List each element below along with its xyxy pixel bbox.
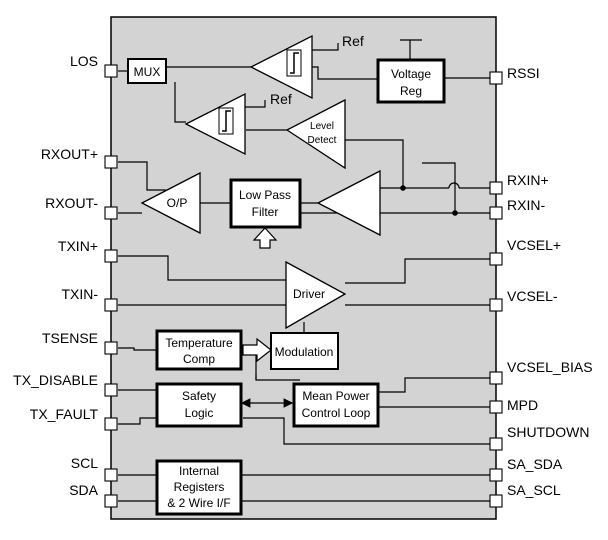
pin-rxout-p [104,155,118,169]
label-sa-sda: SA_SDA [507,456,563,472]
modulation-label: Modulation [275,345,334,359]
label-mpd: MPD [507,397,538,413]
temp-to-modulation-arrow [242,337,272,363]
pin-rssi [489,71,503,85]
mean-power-line1: Mean Power [302,389,369,403]
op-block: O/P [140,171,201,235]
label-vcsel-n: VCSEL- [507,288,558,304]
low-pass-line1: Low Pass [239,188,291,202]
pin-rxout-n [104,206,118,220]
level-detect-line1: Level [310,121,334,132]
label-tsense: TSENSE [42,330,98,346]
pin-rxin-p [489,181,503,195]
internal-registers-block: Internal Registers & 2 Wire I/F [155,459,243,516]
pin-shutdown [489,437,503,451]
label-sa-scl: SA_SCL [507,482,561,498]
pin-tsense [104,341,118,355]
level-detect-line2: Detect [308,135,337,146]
label-vcsel-bias: VCSEL_BIAS [507,359,593,375]
los-comparator-top: Ref [249,33,364,100]
safety-logic-line2: Logic [185,406,214,420]
pin-sda [104,494,118,508]
label-txin-p: TXIN+ [58,238,98,254]
temperature-comp-block: Temperature Comp [155,329,243,371]
label-tx-disable: TX_DISABLE [13,372,98,388]
mux-label: MUX [134,65,161,79]
pin-scl [104,468,118,482]
temp-comp-line2: Comp [183,352,215,366]
label-rxin-p: RXIN+ [507,172,549,188]
filter-up-arrow [252,227,278,249]
low-pass-filter-block: Low Pass Filter [229,178,302,229]
registers-line2: Registers [174,480,225,494]
ref-top-label: Ref [342,33,364,49]
pin-txin-n [104,298,118,312]
voltage-reg-line2: Reg [400,84,422,98]
pin-mpd [489,400,503,414]
ref-mid-label: Ref [270,91,292,107]
label-tx-fault: TX_FAULT [30,406,99,422]
mean-power-line2: Control Loop [302,406,371,420]
pin-vcsel-bias [489,371,503,385]
pin-sa-sda [489,468,503,482]
label-vcsel-p: VCSEL+ [507,237,561,253]
mean-power-control-loop-block: Mean Power Control Loop [292,382,380,428]
temp-comp-line1: Temperature [165,336,233,350]
pin-txin-p [104,249,118,263]
left-pin-labels: LOS RXOUT+ RXOUT- TXIN+ TXIN- TSENSE TX_… [13,53,98,498]
pin-rxin-n [489,206,503,220]
pin-vcsel-p [489,252,503,266]
label-rxin-n: RXIN- [507,197,545,213]
pin-vcsel-n [489,298,503,312]
low-pass-line2: Filter [252,205,279,219]
registers-line1: Internal [179,464,219,478]
rx-input-amplifier [316,169,381,237]
mux-block: MUX [127,58,167,84]
left-pins [104,64,118,508]
modulation-block: Modulation [270,332,339,370]
voltage-reg-line1: Voltage [391,67,431,81]
label-rssi: RSSI [507,65,540,81]
label-los: LOS [70,53,98,69]
right-pin-labels: RSSI RXIN+ RXIN- VCSEL+ VCSEL- VCSEL_BIA… [507,65,593,498]
safety-logic-block: Safety Logic [155,382,243,428]
pin-sa-scl [489,494,503,508]
level-detect-block: Level Detect [285,98,346,170]
pin-tx-fault [104,417,118,431]
label-rxout-p: RXOUT+ [41,146,98,162]
label-shutdown: SHUTDOWN [507,424,589,440]
label-rxout-n: RXOUT- [45,195,98,211]
driver-label: Driver [293,287,325,301]
label-scl: SCL [71,455,98,471]
pin-tx-disable [104,383,118,397]
label-txin-n: TXIN- [61,286,98,302]
op-label: O/P [167,196,188,210]
right-pins [489,71,503,508]
pin-los [104,64,118,78]
wires [118,39,490,502]
driver-block: Driver [285,260,347,330]
los-comparator-mid: Ref [184,91,292,156]
voltage-reg-block: Voltage Reg [376,58,446,104]
label-sda: SDA [69,482,98,498]
safety-logic-line1: Safety [182,389,216,403]
registers-line3: & 2 Wire I/F [167,496,230,510]
